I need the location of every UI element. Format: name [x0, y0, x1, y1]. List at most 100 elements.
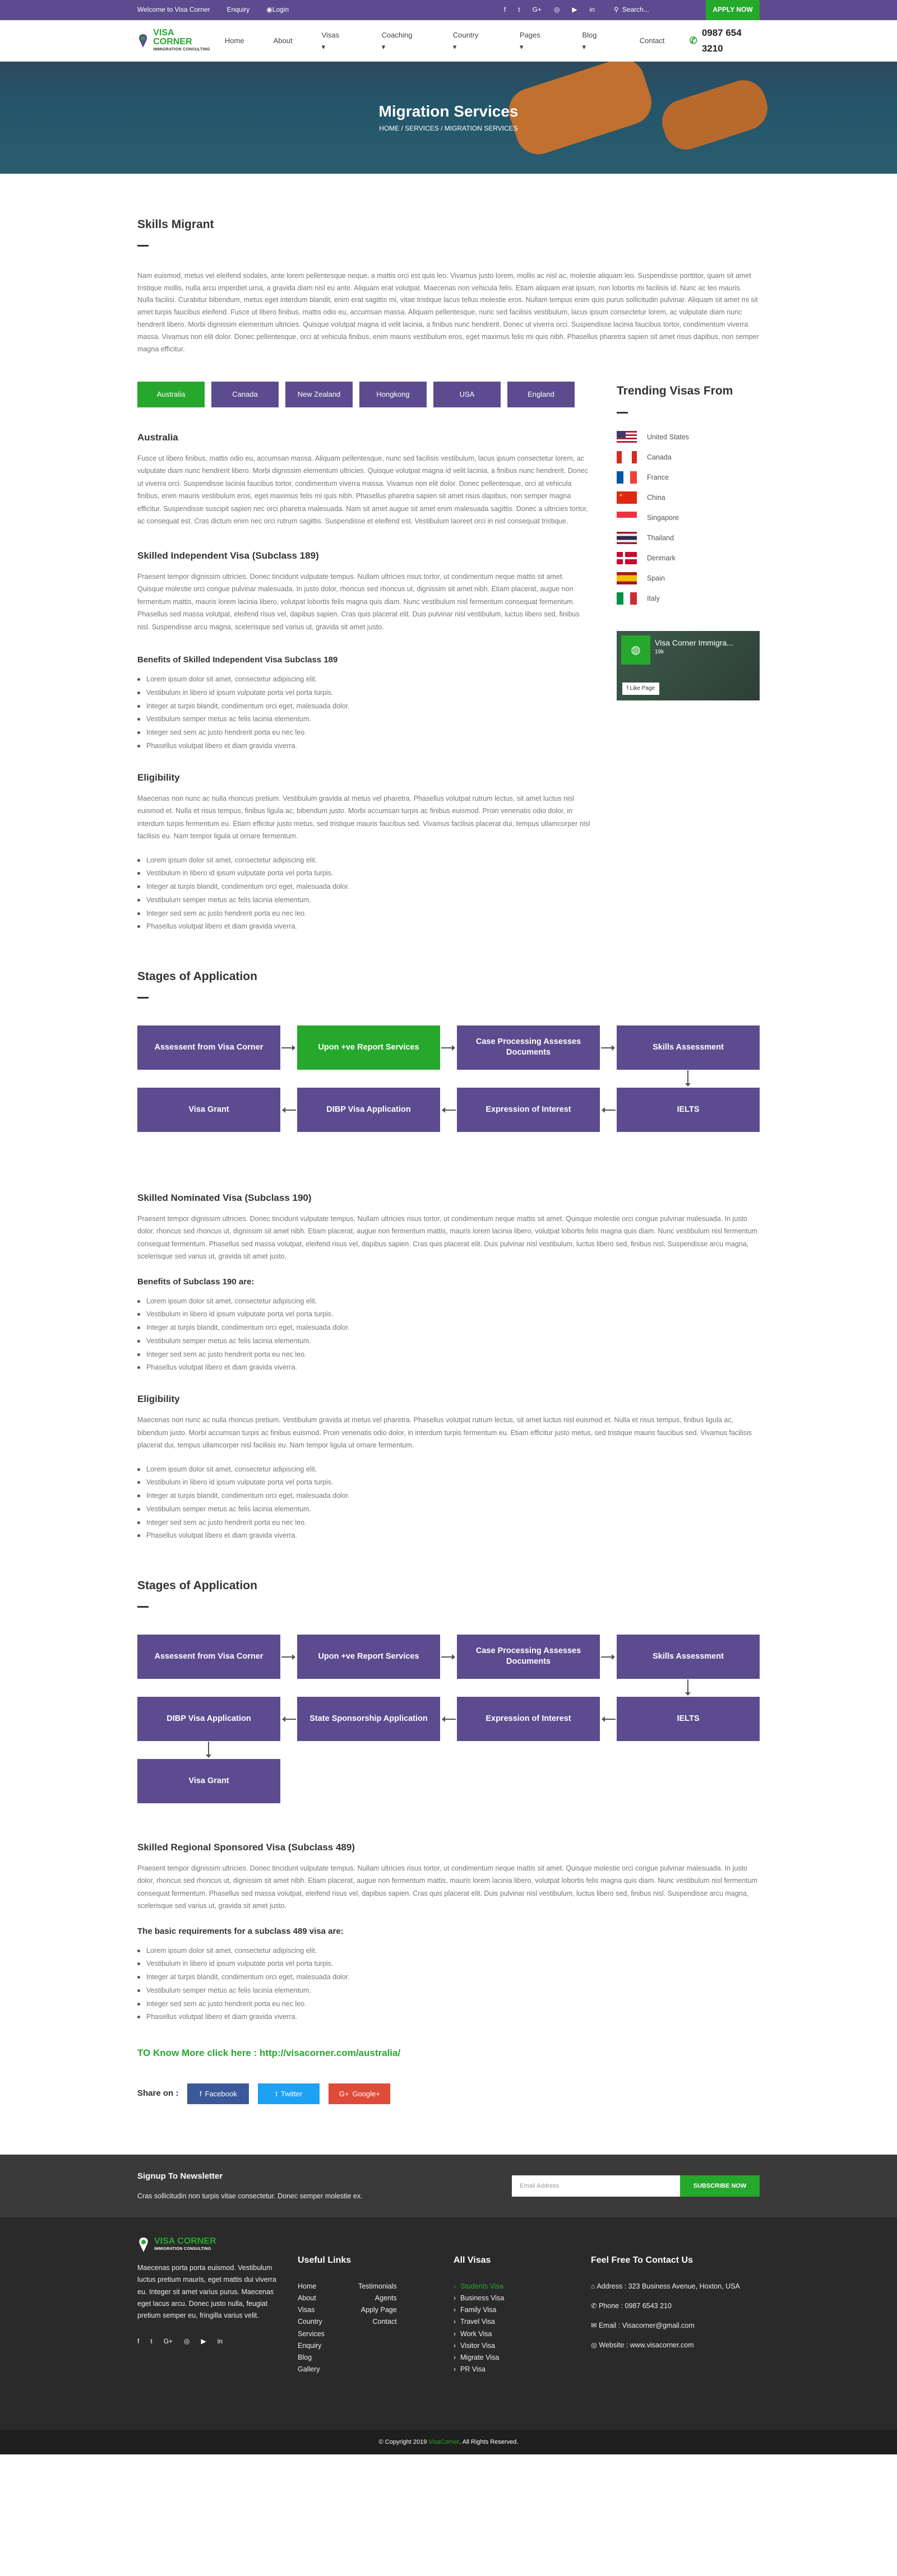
nav-pages[interactable]: Pages ▾	[505, 29, 568, 53]
nav-home[interactable]: Home	[224, 36, 244, 45]
tab-england[interactable]: England	[507, 381, 575, 407]
footer-link[interactable]: Agents	[374, 2294, 397, 2302]
eligibility-title: Eligibility	[137, 1394, 180, 1405]
list-item[interactable]: Denmark	[617, 548, 760, 568]
arrow-right-icon	[281, 1654, 295, 1660]
list-item: Vestibulum in libero id ipsum vulputate …	[137, 1476, 760, 1489]
like-page-button[interactable]: f Like Page	[622, 682, 660, 695]
footer-logo[interactable]: VISA CORNER IMMIGRATION CONSULTING	[137, 2236, 281, 2253]
youtube-icon[interactable]: ▶	[201, 2337, 206, 2346]
enquiry-link[interactable]: Enquiry	[226, 6, 250, 14]
footer-link[interactable]: Gallery	[298, 2365, 320, 2374]
nav-blog[interactable]: Blog ▾	[568, 29, 625, 53]
footer-link[interactable]: Blog	[298, 2354, 312, 2362]
share-google-button[interactable]: G+Google+	[329, 2083, 391, 2105]
share-label: Share on :	[137, 2088, 179, 2099]
instagram-icon[interactable]: ◎	[184, 2337, 190, 2346]
contact-phone[interactable]: ✆ Phone : 0987 6543 210	[591, 2301, 672, 2310]
google-plus-icon[interactable]: G+	[532, 6, 542, 14]
country-title: Australia	[137, 431, 178, 443]
visa-190-text: Praesent tempor dignissim ultricies. Don…	[137, 1214, 758, 1261]
facebook-page-widget[interactable]: ◍ Visa Corner Immigra... 19k f Like Page	[617, 631, 760, 701]
benefits-189-list: Lorem ipsum dolor sit amet, consectetur …	[137, 673, 591, 753]
list-item[interactable]: Italy	[617, 588, 760, 609]
nav-country[interactable]: Country ▾	[438, 29, 505, 53]
contact-list: ⌂ Address : 323 Business Avenue, Hoxton,…	[591, 2281, 759, 2352]
footer-link[interactable]: Country	[298, 2318, 322, 2326]
all-visas-title: All Visas	[454, 2255, 491, 2266]
contact-email[interactable]: ✉ Email : Visacorner@gmail.com	[591, 2322, 695, 2330]
list-item[interactable]: Spain	[617, 568, 760, 588]
linkedin-icon[interactable]: in	[589, 6, 595, 14]
footer-link[interactable]: Business Visa	[454, 2292, 591, 2305]
copyright-brand[interactable]: VisaCorner	[428, 2439, 460, 2446]
stages-diagram: Assessent from Visa Corner Upon +ve Repo…	[137, 1025, 760, 1160]
tab-hongkong[interactable]: Hongkong	[359, 381, 427, 407]
flag-singapore-icon	[617, 512, 637, 525]
footer-link[interactable]: PR Visa	[454, 2364, 591, 2376]
tab-usa[interactable]: USA	[433, 381, 501, 407]
arrow-down-icon	[685, 1679, 691, 1696]
apply-now-button[interactable]: APPLY NOW	[706, 0, 760, 20]
chevron-down-icon: ▾	[381, 43, 386, 51]
youtube-icon[interactable]: ▶	[572, 6, 577, 14]
stages-title: Stages of Application	[137, 1579, 257, 1593]
footer-link[interactable]: Work Visa	[454, 2328, 591, 2341]
footer-link[interactable]: Visitor Visa	[454, 2340, 591, 2352]
footer-link[interactable]: Visas	[298, 2306, 315, 2314]
footer-link[interactable]: Travel Visa	[454, 2316, 591, 2328]
nav-coaching[interactable]: Coaching ▾	[367, 29, 438, 53]
twitter-icon[interactable]: t	[518, 6, 520, 14]
stage-box: Assessent from Visa Corner	[137, 1025, 280, 1070]
login-link[interactable]: ◉ Login	[266, 4, 289, 16]
list-item[interactable]: Singapore	[617, 508, 760, 528]
arrow-right-icon	[601, 1045, 615, 1051]
know-more-link[interactable]: TO Know More click here : http://visacor…	[137, 2048, 401, 2059]
footer-link[interactable]: Apply Page	[360, 2306, 397, 2314]
list-item: Vestibulum semper metus ac felis lacinia…	[137, 1984, 760, 1998]
footer-link[interactable]: About	[298, 2294, 316, 2302]
logo[interactable]: VISA CORNER IMMIGRATION CONSULTING	[137, 29, 210, 53]
contact-website[interactable]: ◎ Website : www.visacorner.com	[591, 2341, 694, 2350]
footer-link[interactable]: Contact	[372, 2318, 397, 2326]
twitter-icon[interactable]: t	[150, 2337, 152, 2346]
intro-text: Nam euismod, metus vel eleifend sodales,…	[137, 271, 759, 353]
linkedin-icon[interactable]: in	[217, 2337, 223, 2346]
nav-about[interactable]: About	[273, 36, 293, 45]
tab-new-zealand[interactable]: New Zealand	[285, 381, 353, 407]
footer-link[interactable]: Migrate Visa	[454, 2352, 591, 2364]
list-item[interactable]: Canada	[617, 447, 760, 467]
facebook-icon[interactable]: f	[137, 2337, 140, 2346]
google-plus-icon[interactable]: G+	[163, 2337, 173, 2346]
footer-link[interactable]: Enquiry	[298, 2341, 322, 2350]
list-item[interactable]: Thailand	[617, 528, 760, 548]
list-item[interactable]: ★China	[617, 488, 760, 508]
tab-australia[interactable]: Australia	[137, 381, 205, 407]
facebook-icon: f	[200, 2089, 202, 2098]
search-icon: ⚲	[614, 6, 619, 14]
header-phone[interactable]: ✆ 0987 654 3210	[689, 27, 742, 54]
nav-visas[interactable]: Visas ▾	[307, 29, 367, 53]
facebook-likes-count: 19k	[655, 649, 664, 656]
arrow-down-icon	[206, 1741, 211, 1758]
footer-link[interactable]: Services	[298, 2329, 325, 2338]
footer-link[interactable]: Family Visa	[454, 2304, 591, 2317]
nav-contact[interactable]: Contact	[639, 36, 665, 45]
tab-canada[interactable]: Canada	[211, 381, 279, 407]
flag-canada-icon	[617, 451, 637, 464]
requirements-489-title: The basic requirements for a subclass 48…	[137, 1926, 344, 1936]
instagram-icon[interactable]: ◎	[553, 6, 560, 14]
footer-link[interactable]: Students Visa	[454, 2281, 591, 2293]
footer-link[interactable]: Testimonials	[358, 2282, 397, 2290]
email-field[interactable]: Email Address	[512, 2175, 680, 2197]
list-item[interactable]: United States	[617, 427, 760, 447]
logo-tagline: IMMIGRATION CONSULTING	[153, 48, 210, 52]
search-input[interactable]: ⚲ Search...	[614, 4, 698, 16]
stage-box: Upon +ve Report Services	[297, 1634, 440, 1679]
footer-link[interactable]: Home	[298, 2282, 317, 2290]
subscribe-button[interactable]: SUBSCRIBE NOW	[680, 2175, 760, 2197]
facebook-icon[interactable]: f	[503, 6, 506, 14]
list-item[interactable]: France	[617, 467, 760, 488]
